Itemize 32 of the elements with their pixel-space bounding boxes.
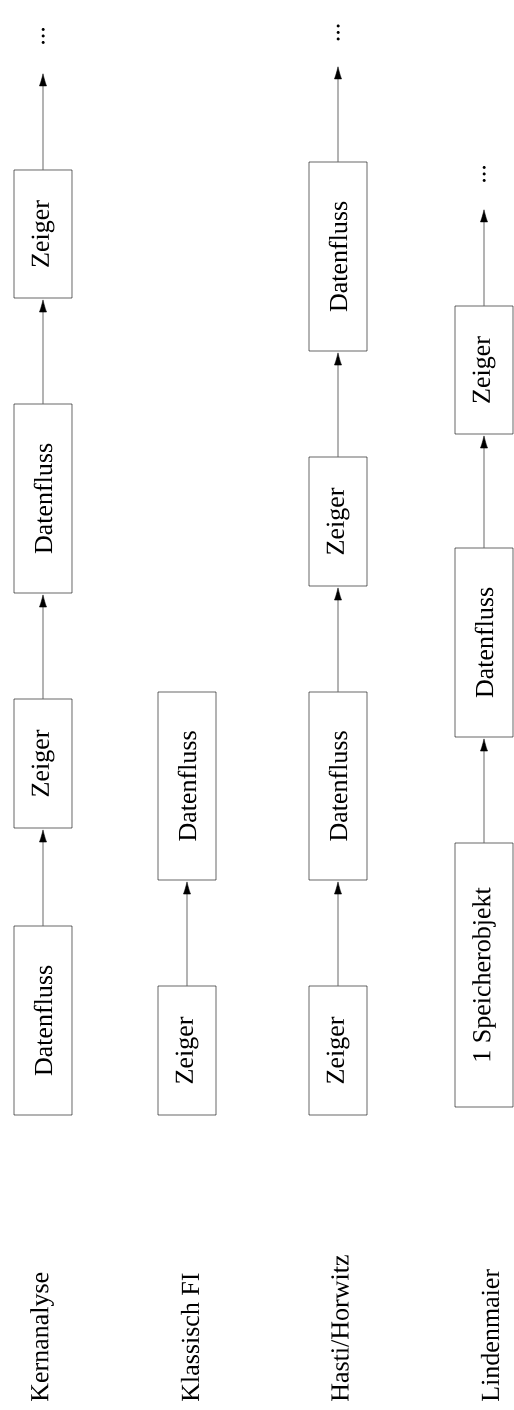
arrow — [480, 435, 488, 548]
process-box: Datenfluss — [308, 161, 368, 352]
arrow — [39, 594, 47, 699]
row-label: Klassisch FI — [180, 1273, 200, 1402]
process-box: Zeiger — [308, 456, 368, 587]
arrow — [334, 881, 342, 986]
arrow — [39, 829, 47, 926]
arrow — [39, 73, 47, 170]
arrow — [334, 66, 342, 162]
ellipsis-text: ... — [41, 27, 45, 45]
process-box: Datenfluss — [13, 403, 73, 594]
process-box: Zeiger — [308, 985, 368, 1116]
row-label: Hasti/Horwitz — [331, 1255, 349, 1402]
process-box: Zeiger — [157, 985, 217, 1116]
arrow — [480, 209, 488, 306]
ellipsis-text: ... — [336, 24, 340, 41]
process-box: Zeiger — [13, 169, 73, 299]
arrow — [334, 352, 342, 457]
process-box: Zeiger — [454, 305, 514, 435]
row-label: Kernanalyse — [30, 1272, 54, 1402]
process-box: Zeiger — [13, 698, 73, 829]
arrow — [39, 299, 47, 404]
arrow — [480, 738, 488, 843]
process-box: Datenfluss — [13, 925, 73, 1116]
process-box: 1 Speicherobjekt — [454, 842, 514, 1108]
arrow — [334, 587, 342, 692]
row-label: Lindenmaier — [480, 1269, 500, 1402]
process-box: Datenfluss — [308, 691, 368, 881]
arrow — [183, 881, 191, 986]
process-box: Datenfluss — [454, 547, 514, 738]
ellipsis-text: ... — [482, 165, 486, 183]
process-box: Datenfluss — [157, 691, 217, 881]
